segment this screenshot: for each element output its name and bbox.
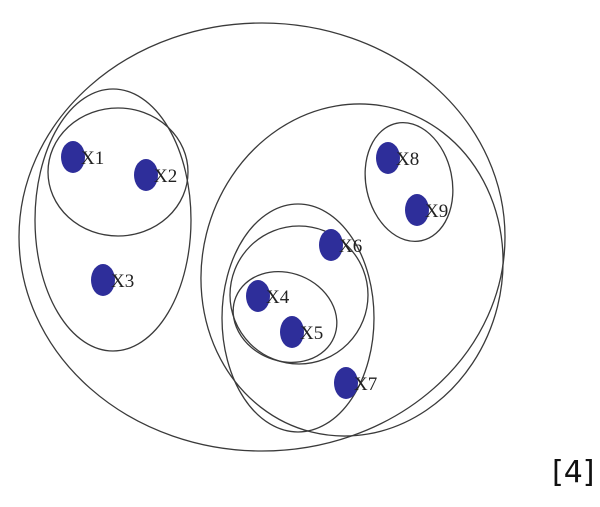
cluster-x4-x6 <box>229 225 369 365</box>
cluster-x4-x5 <box>232 270 338 364</box>
point-x9: X9 <box>405 194 448 226</box>
point-x5-label: X5 <box>300 323 323 344</box>
point-x4-label: X4 <box>266 287 290 308</box>
point-x8-dot <box>376 142 400 174</box>
point-x1-label: X1 <box>81 148 104 169</box>
cluster-x4-x7 <box>221 203 375 433</box>
point-x7: X7 <box>334 367 377 399</box>
point-x2-label: X2 <box>154 166 177 187</box>
point-x1: X1 <box>61 141 104 173</box>
point-x3-dot <box>91 264 115 296</box>
point-x8: X8 <box>376 142 419 174</box>
point-x6-dot <box>319 229 343 261</box>
cluster-x1-x2 <box>47 107 189 237</box>
point-x3-label: X3 <box>111 271 134 292</box>
point-x9-dot <box>405 194 429 226</box>
point-x8-label: X8 <box>396 149 419 170</box>
cluster-all <box>18 22 506 452</box>
point-x5: X5 <box>280 316 323 348</box>
point-x2-dot <box>134 159 158 191</box>
cluster-x8-x9 <box>364 121 454 243</box>
point-x6-label: X6 <box>339 236 362 257</box>
point-x1-dot <box>61 141 85 173</box>
point-x7-dot <box>334 367 358 399</box>
point-x9-label: X9 <box>425 201 448 222</box>
cluster-x4-x9 <box>200 103 504 437</box>
point-x6: X6 <box>319 229 362 261</box>
citation-reference: [4] <box>552 455 595 490</box>
point-x5-dot <box>280 316 304 348</box>
point-x7-label: X7 <box>354 374 377 395</box>
point-x4-dot <box>246 280 270 312</box>
point-x3: X3 <box>91 264 134 296</box>
cluster-x1-x3 <box>34 88 192 352</box>
point-x2: X2 <box>134 159 177 191</box>
point-x4: X4 <box>246 280 290 312</box>
